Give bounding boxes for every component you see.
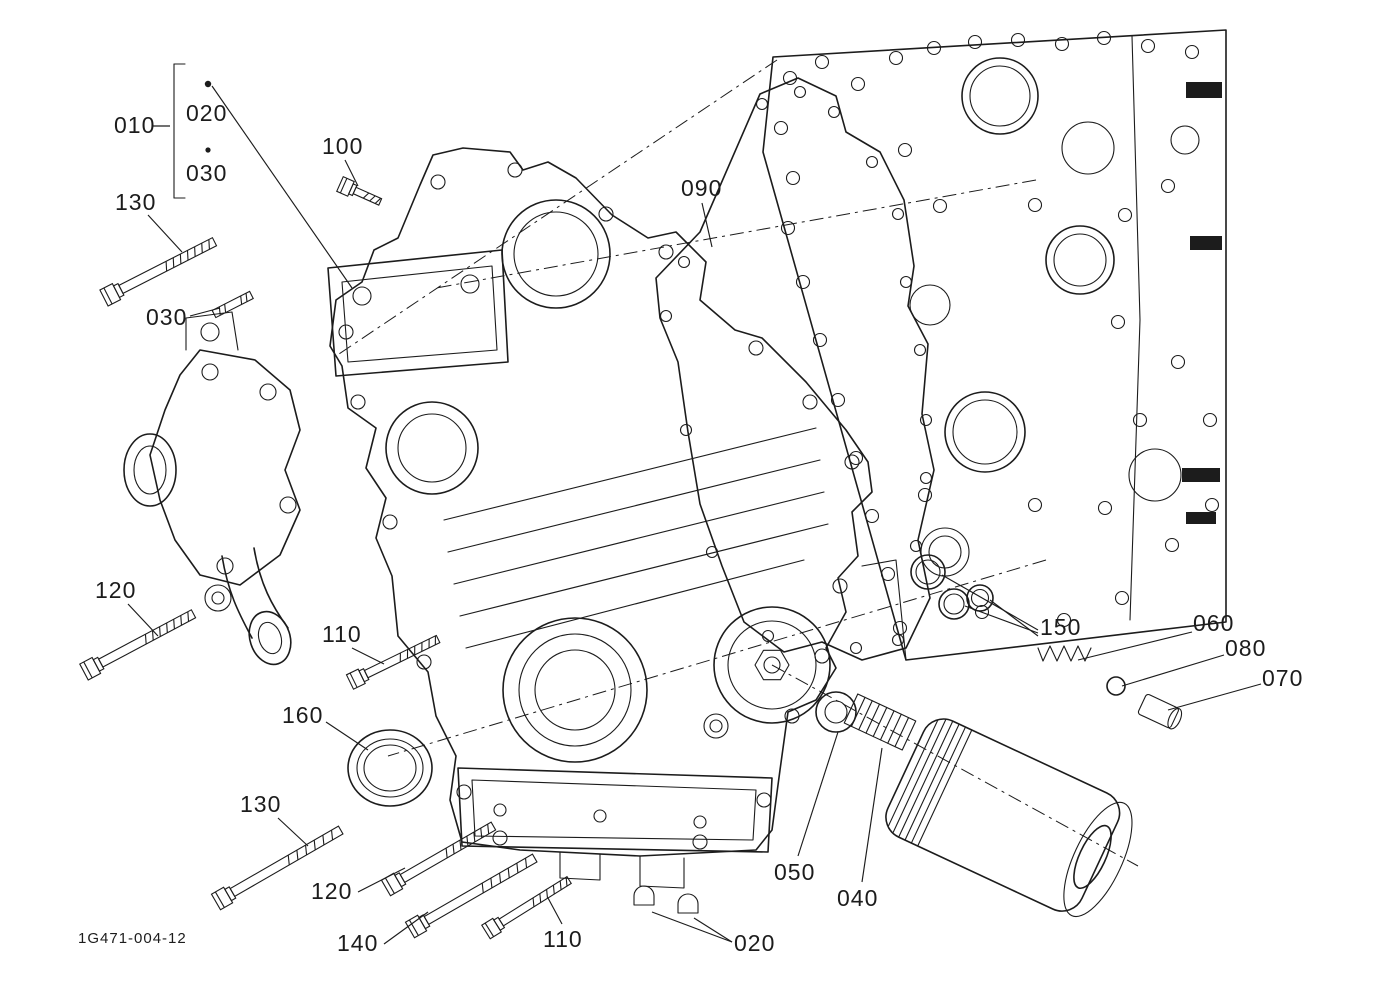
relief-valve-ball [1106, 676, 1126, 696]
drain-plugs [633, 885, 699, 914]
cylinder-block [762, 29, 1227, 661]
leader-lines [127, 85, 1262, 945]
water-pump-body [123, 311, 301, 666]
filter-nipple [843, 693, 917, 751]
oil-seal [347, 729, 433, 807]
relief-valve-spring [1037, 645, 1092, 662]
gear-case-cover [327, 147, 873, 889]
gear-case-gasket [655, 77, 935, 661]
relief-valve-plug [1137, 693, 1183, 730]
oil-filter-cartridge [885, 718, 1133, 918]
drawing-id: 1G471-004-12 [78, 930, 187, 947]
filter-joint-washer [815, 691, 857, 733]
label-group-bracket [173, 63, 212, 199]
mounting-bolts [79, 176, 574, 940]
assembly-centerlines [335, 59, 1139, 867]
